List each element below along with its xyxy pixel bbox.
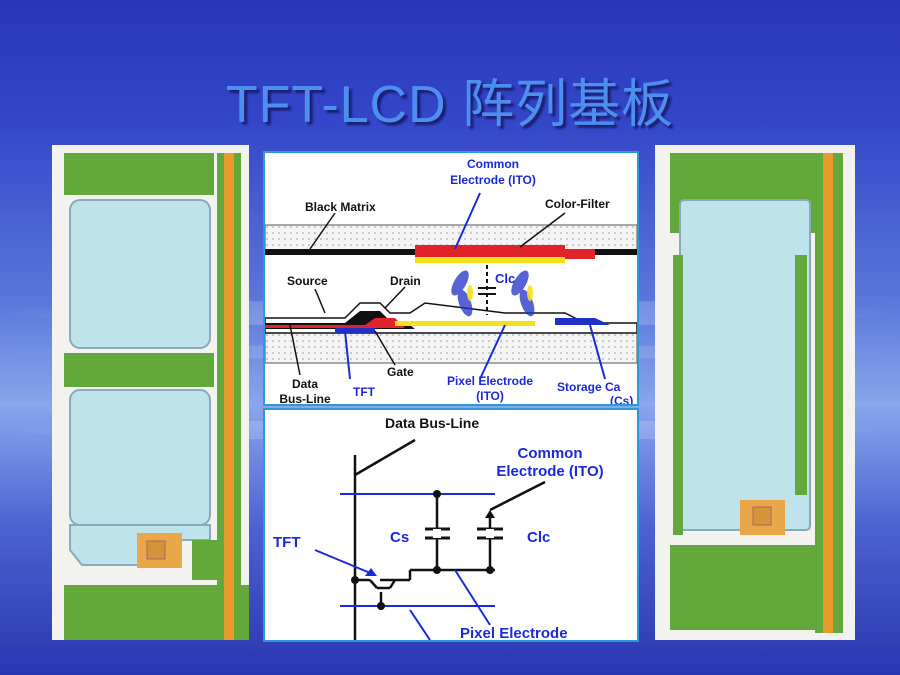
pixel-electrode-label-2: (ITO) bbox=[476, 389, 504, 403]
common-electrode-label-2: Electrode (ITO) bbox=[450, 173, 536, 187]
circuit-common-electrode-label-2: Electrode (ITO) bbox=[496, 463, 603, 480]
circuit-common-electrode-label-1: Common bbox=[518, 445, 583, 462]
pixel-electrode-label-1: Pixel Electrode bbox=[447, 374, 533, 388]
circuit-clc-label: Clc bbox=[527, 529, 550, 546]
equivalent-circuit-diagram: Data Bus-Line Common Electrode (ITO) TFT… bbox=[263, 408, 639, 642]
tft-label: TFT bbox=[353, 385, 376, 399]
data-bus-line-label-2: Bus-Line bbox=[279, 392, 331, 404]
circuit-data-bus-line-label: Data Bus-Line bbox=[385, 415, 479, 431]
black-matrix-label: Black Matrix bbox=[305, 200, 376, 214]
circuit-cs-label: Cs bbox=[390, 529, 409, 546]
cross-section-diagram: Common Electrode (ITO) Black Matrix Colo… bbox=[263, 151, 639, 408]
circuit-pixel-electrode-label: Pixel Electrode bbox=[460, 625, 568, 640]
storage-cap-label-2: (Cs) bbox=[610, 394, 633, 404]
gate-label: Gate bbox=[387, 365, 414, 379]
slide-title: TFT-LCD 阵列基板 bbox=[225, 76, 675, 134]
circuit-tft-label: TFT bbox=[273, 534, 301, 551]
common-electrode-label-1: Common bbox=[467, 157, 519, 171]
pixel-layout-image-left bbox=[52, 145, 249, 640]
drain-label: Drain bbox=[390, 274, 421, 288]
source-label: Source bbox=[287, 274, 328, 288]
pixel-layout-image-right bbox=[655, 145, 855, 640]
color-filter-label: Color-Filter bbox=[545, 197, 610, 211]
storage-cap-label-1: Storage Ca bbox=[557, 380, 621, 394]
data-bus-line-label-1: Data bbox=[292, 377, 318, 391]
clc-label: Clc bbox=[495, 271, 515, 286]
